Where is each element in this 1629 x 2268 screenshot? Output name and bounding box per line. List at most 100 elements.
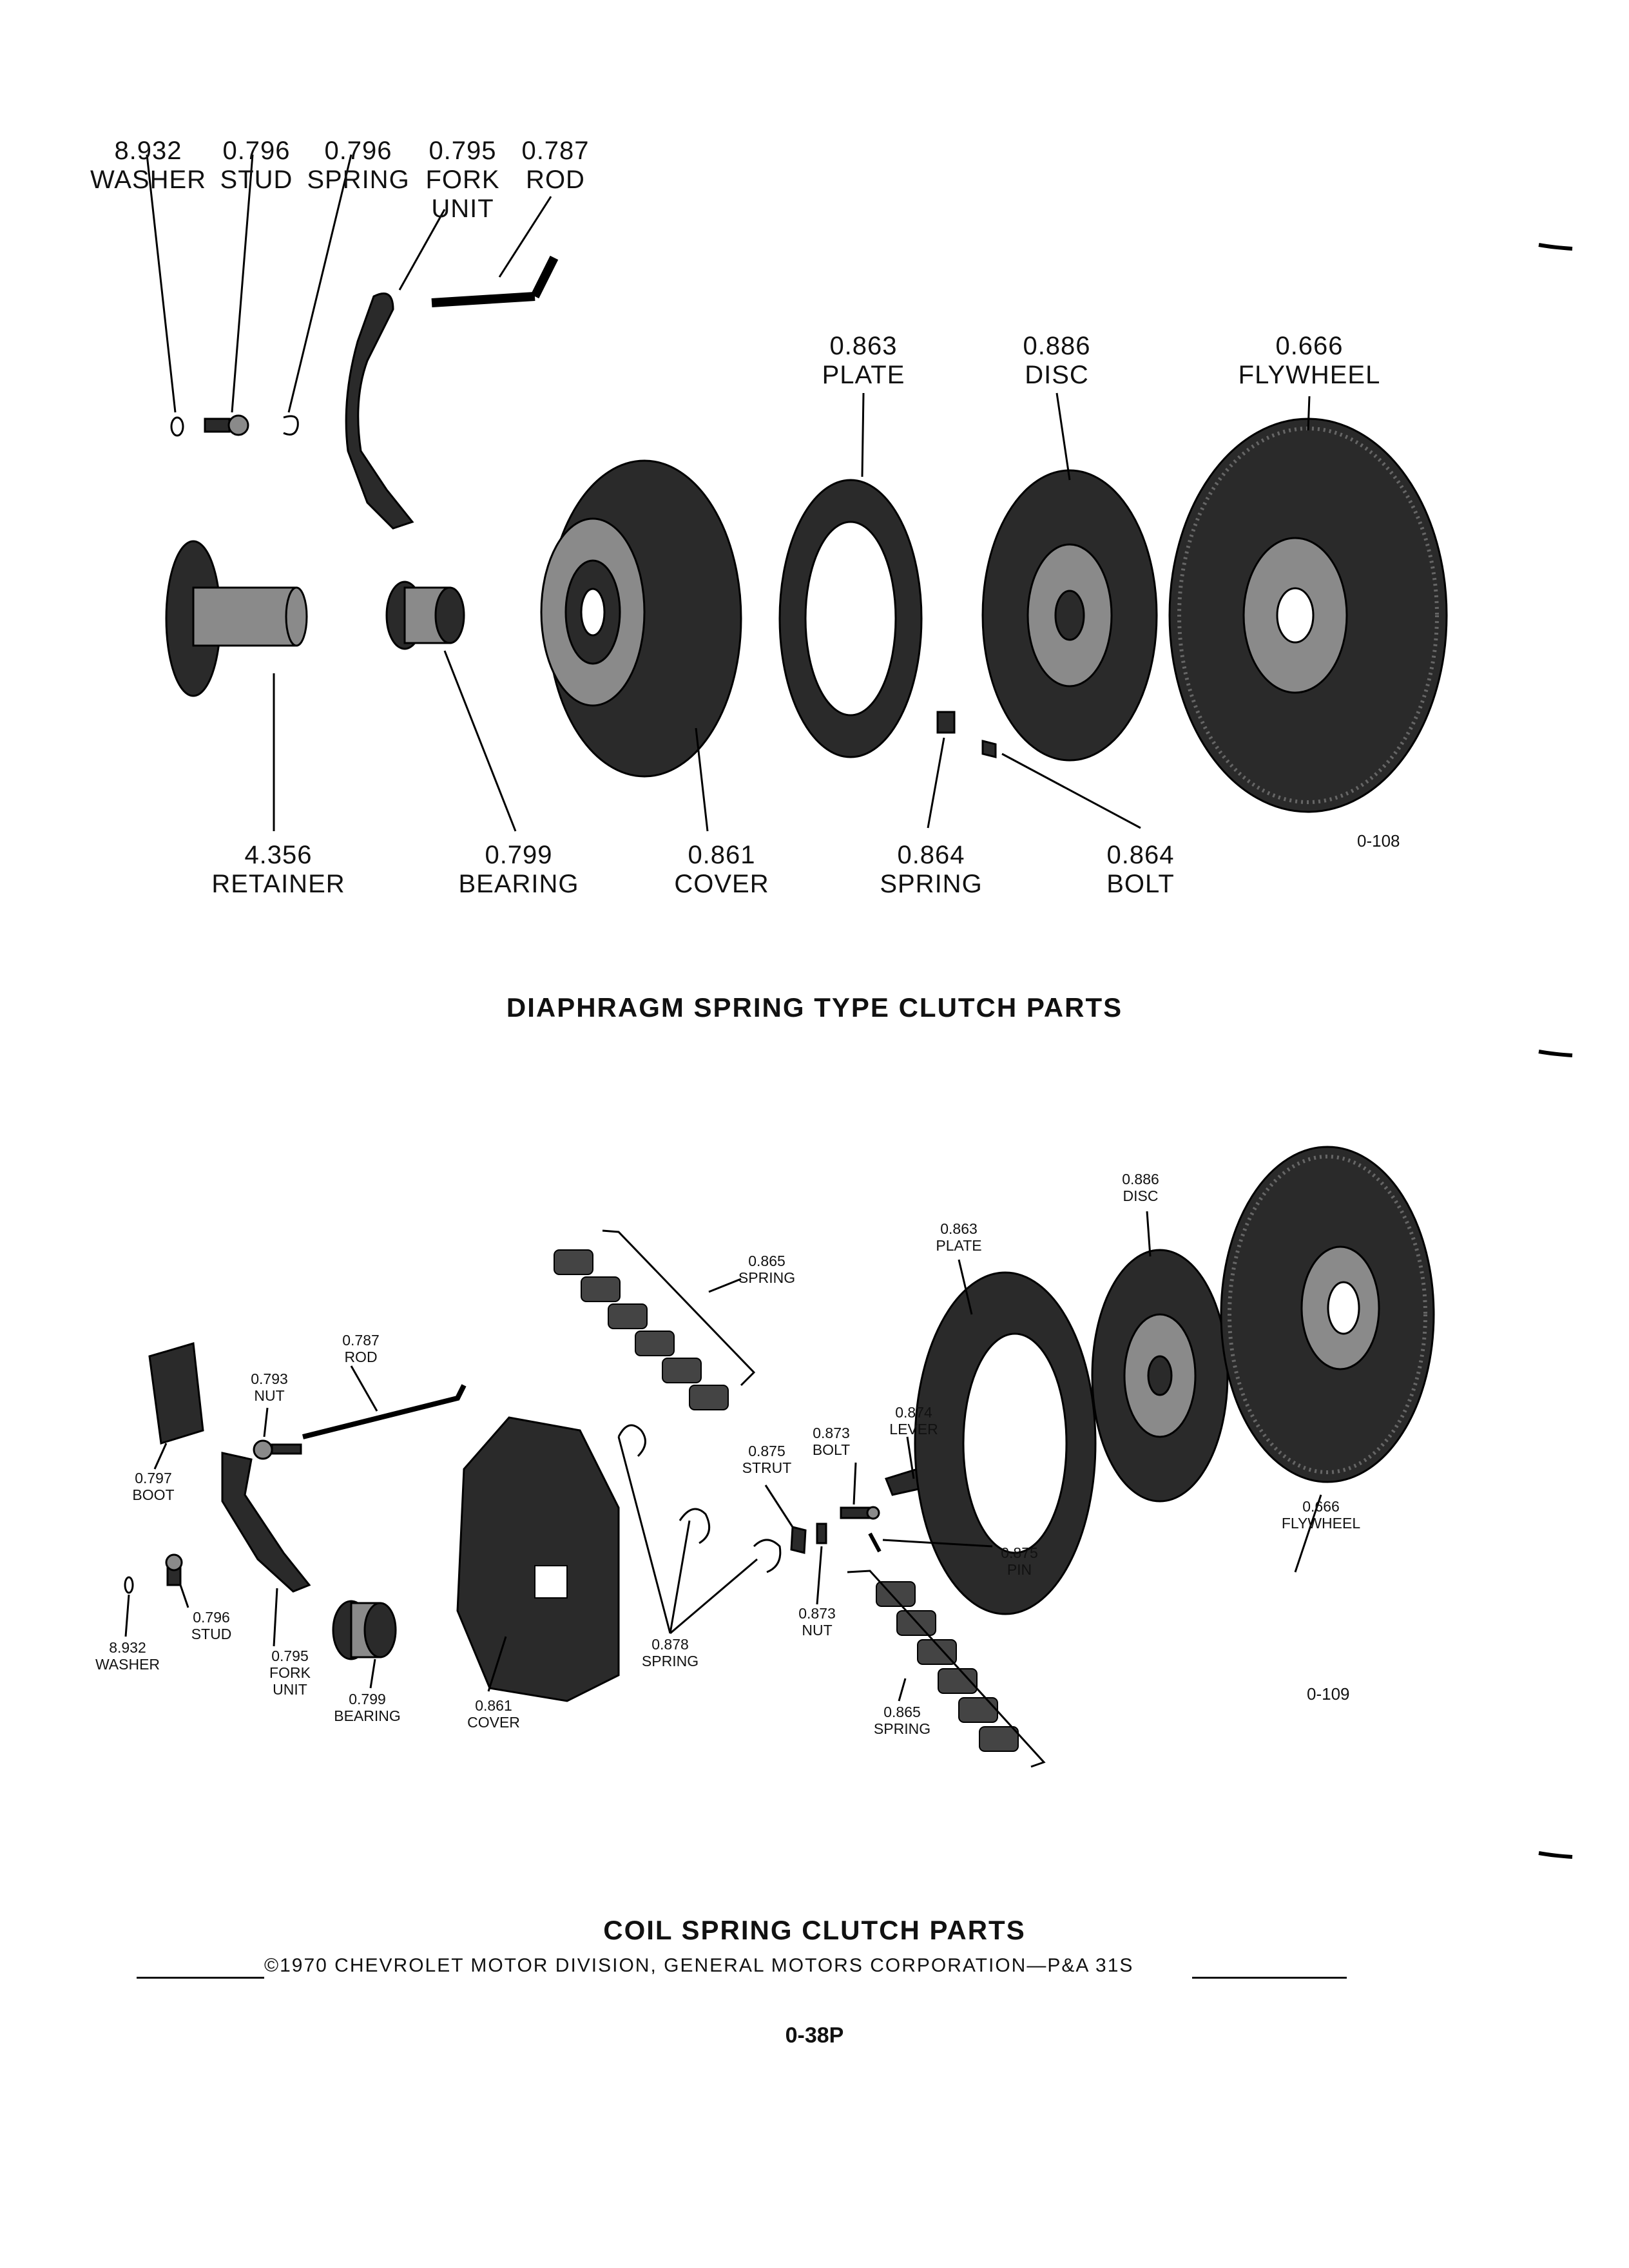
- cover-part: [456, 1416, 620, 1702]
- label-nut-2: 0.873 NUT: [798, 1605, 836, 1639]
- retainer-part: [165, 540, 308, 697]
- plate-part: [914, 1271, 1097, 1615]
- label-number: 0.865: [883, 1704, 921, 1720]
- bearing-part: [332, 1600, 397, 1660]
- nut-part: [253, 1439, 302, 1460]
- label-number: 0.875: [748, 1443, 786, 1459]
- label-fork-unit: 0.795 FORK UNIT: [269, 1648, 311, 1698]
- label-name-line2: UNIT: [431, 194, 494, 223]
- margin-marks: [1538, 243, 1573, 1859]
- label-strut: 0.875 STRUT: [742, 1443, 792, 1477]
- label-name: SPRING: [641, 1652, 699, 1669]
- label-name: NUT: [802, 1621, 833, 1639]
- label-number: 0.878: [651, 1636, 689, 1653]
- fork-part: [221, 1452, 311, 1593]
- spring-group-top: [554, 1229, 756, 1410]
- label-name: BEARING: [334, 1707, 401, 1724]
- label-name: BOOT: [132, 1486, 175, 1503]
- label-flywheel: 0.666 FLYWHEEL: [1282, 1498, 1360, 1532]
- label-name: ROD: [344, 1348, 378, 1365]
- label-name: WASHER: [90, 165, 207, 194]
- strut-part: [790, 1526, 807, 1554]
- label-name: BOLT: [812, 1441, 851, 1458]
- pin-part: [868, 1532, 882, 1553]
- label-rod: 0.787 ROD: [342, 1332, 380, 1366]
- label-number: 0.797: [135, 1470, 172, 1486]
- label-flywheel: 0.666 FLYWHEEL: [1239, 332, 1381, 390]
- label-name: FLYWHEEL: [1238, 360, 1381, 389]
- stud-part: [165, 1553, 183, 1586]
- label-plate: 0.863 PLATE: [936, 1220, 982, 1254]
- label-cover: 0.861 COVER: [467, 1697, 520, 1731]
- label-name: PLATE: [936, 1236, 982, 1254]
- label-coil-spring: 0.878 SPRING: [641, 1636, 699, 1670]
- top-diagram-parts: [146, 154, 1448, 832]
- label-spring-top: 0.865 SPRING: [738, 1253, 795, 1287]
- label-spring-bottom: 0.865 SPRING: [874, 1704, 930, 1738]
- label-spring-2: 0.864 SPRING: [880, 841, 982, 899]
- disc-part: [981, 469, 1158, 762]
- label-number: 0.787: [521, 137, 590, 165]
- label-name: SPRING: [873, 1720, 931, 1737]
- nut-part-2: [816, 1523, 827, 1544]
- washer-part: [124, 1576, 134, 1594]
- label-number: 0.863: [940, 1220, 978, 1237]
- footer-rule-left: [137, 1977, 264, 1979]
- label-cover: 0.861 COVER: [674, 841, 769, 899]
- label-bolt: 0.864 BOLT: [1106, 841, 1175, 899]
- plate-part: [778, 479, 923, 758]
- cover-part: [540, 459, 742, 778]
- flywheel-part: [1220, 1146, 1435, 1483]
- label-stud: 0.796 STUD: [220, 137, 293, 195]
- figure-id-bottom: 0-109: [1307, 1684, 1350, 1704]
- label-disc: 0.886 DISC: [1023, 332, 1090, 390]
- label-name: STUD: [220, 165, 293, 194]
- label-number: 0.795: [271, 1648, 309, 1664]
- page-number: 0-38P: [785, 2023, 844, 2048]
- label-number: 0.861: [688, 841, 756, 869]
- label-number: 0.863: [829, 332, 898, 360]
- label-number: 0.875: [1001, 1544, 1038, 1561]
- label-number: 0.796: [193, 1609, 230, 1626]
- rod-part: [302, 1384, 467, 1439]
- label-number: 4.356: [244, 841, 313, 869]
- label-number: 0.787: [342, 1332, 380, 1349]
- label-washer: 8.932 WASHER: [90, 137, 206, 195]
- label-number: 0.886: [1122, 1171, 1159, 1187]
- bearing-part: [385, 581, 465, 650]
- label-name: COVER: [467, 1713, 520, 1731]
- label-pin: 0.875 PIN: [1001, 1544, 1038, 1579]
- flywheel-part: [1168, 418, 1448, 813]
- label-name: FORK: [425, 165, 500, 194]
- bottom-diagram-parts: [124, 1146, 1435, 1768]
- bolt-part: [840, 1506, 880, 1520]
- label-name: NUT: [254, 1387, 285, 1404]
- label-number: 8.932: [109, 1639, 146, 1656]
- label-number: 0.861: [475, 1697, 512, 1714]
- label-number: 0.799: [485, 841, 553, 869]
- figure-id-top: 0-108: [1357, 831, 1400, 850]
- label-name: PLATE: [822, 360, 905, 389]
- label-number: 0.873: [813, 1425, 850, 1441]
- footer-rule-right: [1192, 1977, 1347, 1979]
- label-name: WASHER: [95, 1655, 160, 1673]
- label-name: LEVER: [889, 1420, 938, 1437]
- label-bearing: 0.799 BEARING: [334, 1691, 401, 1725]
- label-number: 0.864: [1106, 841, 1175, 869]
- copyright-line: ©1970 CHEVROLET MOTOR DIVISION, GENERAL …: [264, 1955, 1134, 1976]
- label-name: BEARING: [458, 869, 579, 898]
- label-number: 0.886: [1023, 332, 1091, 360]
- rod-part: [431, 255, 559, 307]
- spring-group-bottom: [847, 1570, 1046, 1768]
- label-name: DISC: [1025, 360, 1089, 389]
- label-number: 0.874: [895, 1404, 932, 1421]
- label-lever: 0.874 LEVER: [889, 1404, 938, 1438]
- label-number: 0.865: [748, 1253, 786, 1269]
- label-number: 0.796: [324, 137, 392, 165]
- label-name: STRUT: [742, 1459, 792, 1476]
- disc-part: [1091, 1249, 1229, 1503]
- label-name: SPRING: [880, 869, 983, 898]
- label-name: ROD: [526, 165, 585, 194]
